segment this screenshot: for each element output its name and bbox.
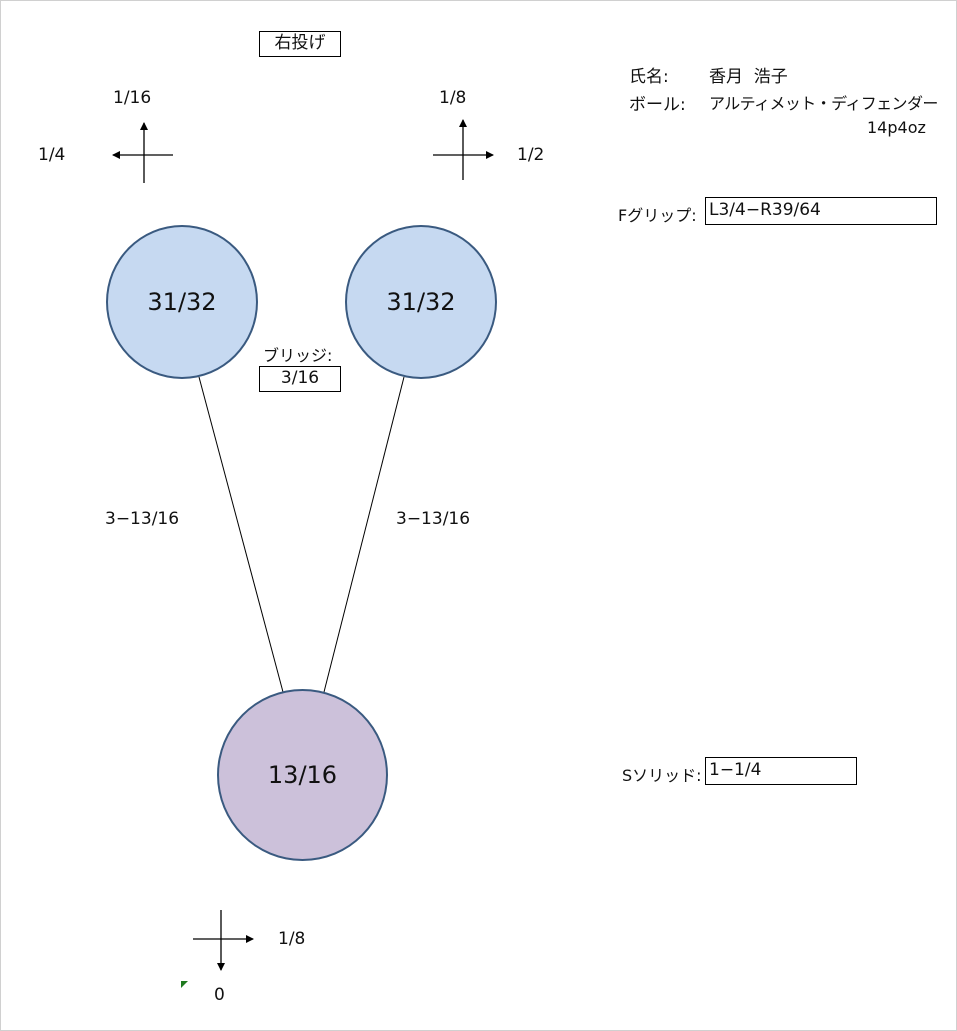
left-finger-hole: 31/32 bbox=[106, 225, 258, 379]
throw-hand-box: 右投げ bbox=[259, 31, 341, 57]
thumb-hole: 13/16 bbox=[217, 689, 388, 861]
s-solid-label: Sソリッド: bbox=[622, 766, 702, 785]
right-pitch-cross bbox=[433, 119, 494, 180]
left-pitch-up: 1/16 bbox=[113, 88, 152, 108]
ball-weight: 14p4oz bbox=[867, 118, 926, 137]
left-finger-size: 31/32 bbox=[147, 288, 217, 316]
right-span-line bbox=[323, 376, 405, 693]
s-solid-value: 1−1/4 bbox=[709, 760, 762, 780]
bridge-value: 3/16 bbox=[280, 368, 320, 388]
thumb-size: 13/16 bbox=[267, 761, 338, 789]
f-grip-box: L3/4−R39/64 bbox=[705, 197, 937, 225]
right-finger-hole: 31/32 bbox=[345, 225, 497, 379]
thumb-pitch-cross bbox=[193, 910, 254, 971]
ball-name: アルティメット・ディフェンダー bbox=[709, 94, 938, 113]
throw-hand-label: 右投げ bbox=[274, 33, 326, 53]
f-grip-label: Fグリップ: bbox=[618, 206, 697, 225]
f-grip-value: L3/4−R39/64 bbox=[709, 200, 821, 220]
left-span: 3−13/16 bbox=[105, 509, 180, 529]
thumb-pitch-side: 1/8 bbox=[278, 929, 306, 949]
left-span-line bbox=[198, 376, 284, 693]
thumb-pitch-down: 0 bbox=[214, 985, 225, 1005]
right-pitch-up: 1/8 bbox=[439, 88, 467, 108]
ball-label: ボール: bbox=[629, 95, 686, 115]
left-pitch-side: 1/4 bbox=[38, 145, 66, 165]
bridge-label: ブリッジ: bbox=[263, 346, 333, 365]
s-solid-box: 1−1/4 bbox=[705, 757, 857, 785]
left-pitch-cross bbox=[112, 122, 173, 183]
right-span: 3−13/16 bbox=[396, 509, 471, 529]
name-label: 氏名: bbox=[629, 67, 669, 87]
bridge-box: 3/16 bbox=[259, 366, 341, 392]
right-pitch-side: 1/2 bbox=[517, 145, 545, 165]
cell-marker-icon bbox=[181, 981, 188, 988]
right-finger-size: 31/32 bbox=[386, 288, 456, 316]
bowler-name: 香月 浩子 bbox=[709, 67, 788, 87]
